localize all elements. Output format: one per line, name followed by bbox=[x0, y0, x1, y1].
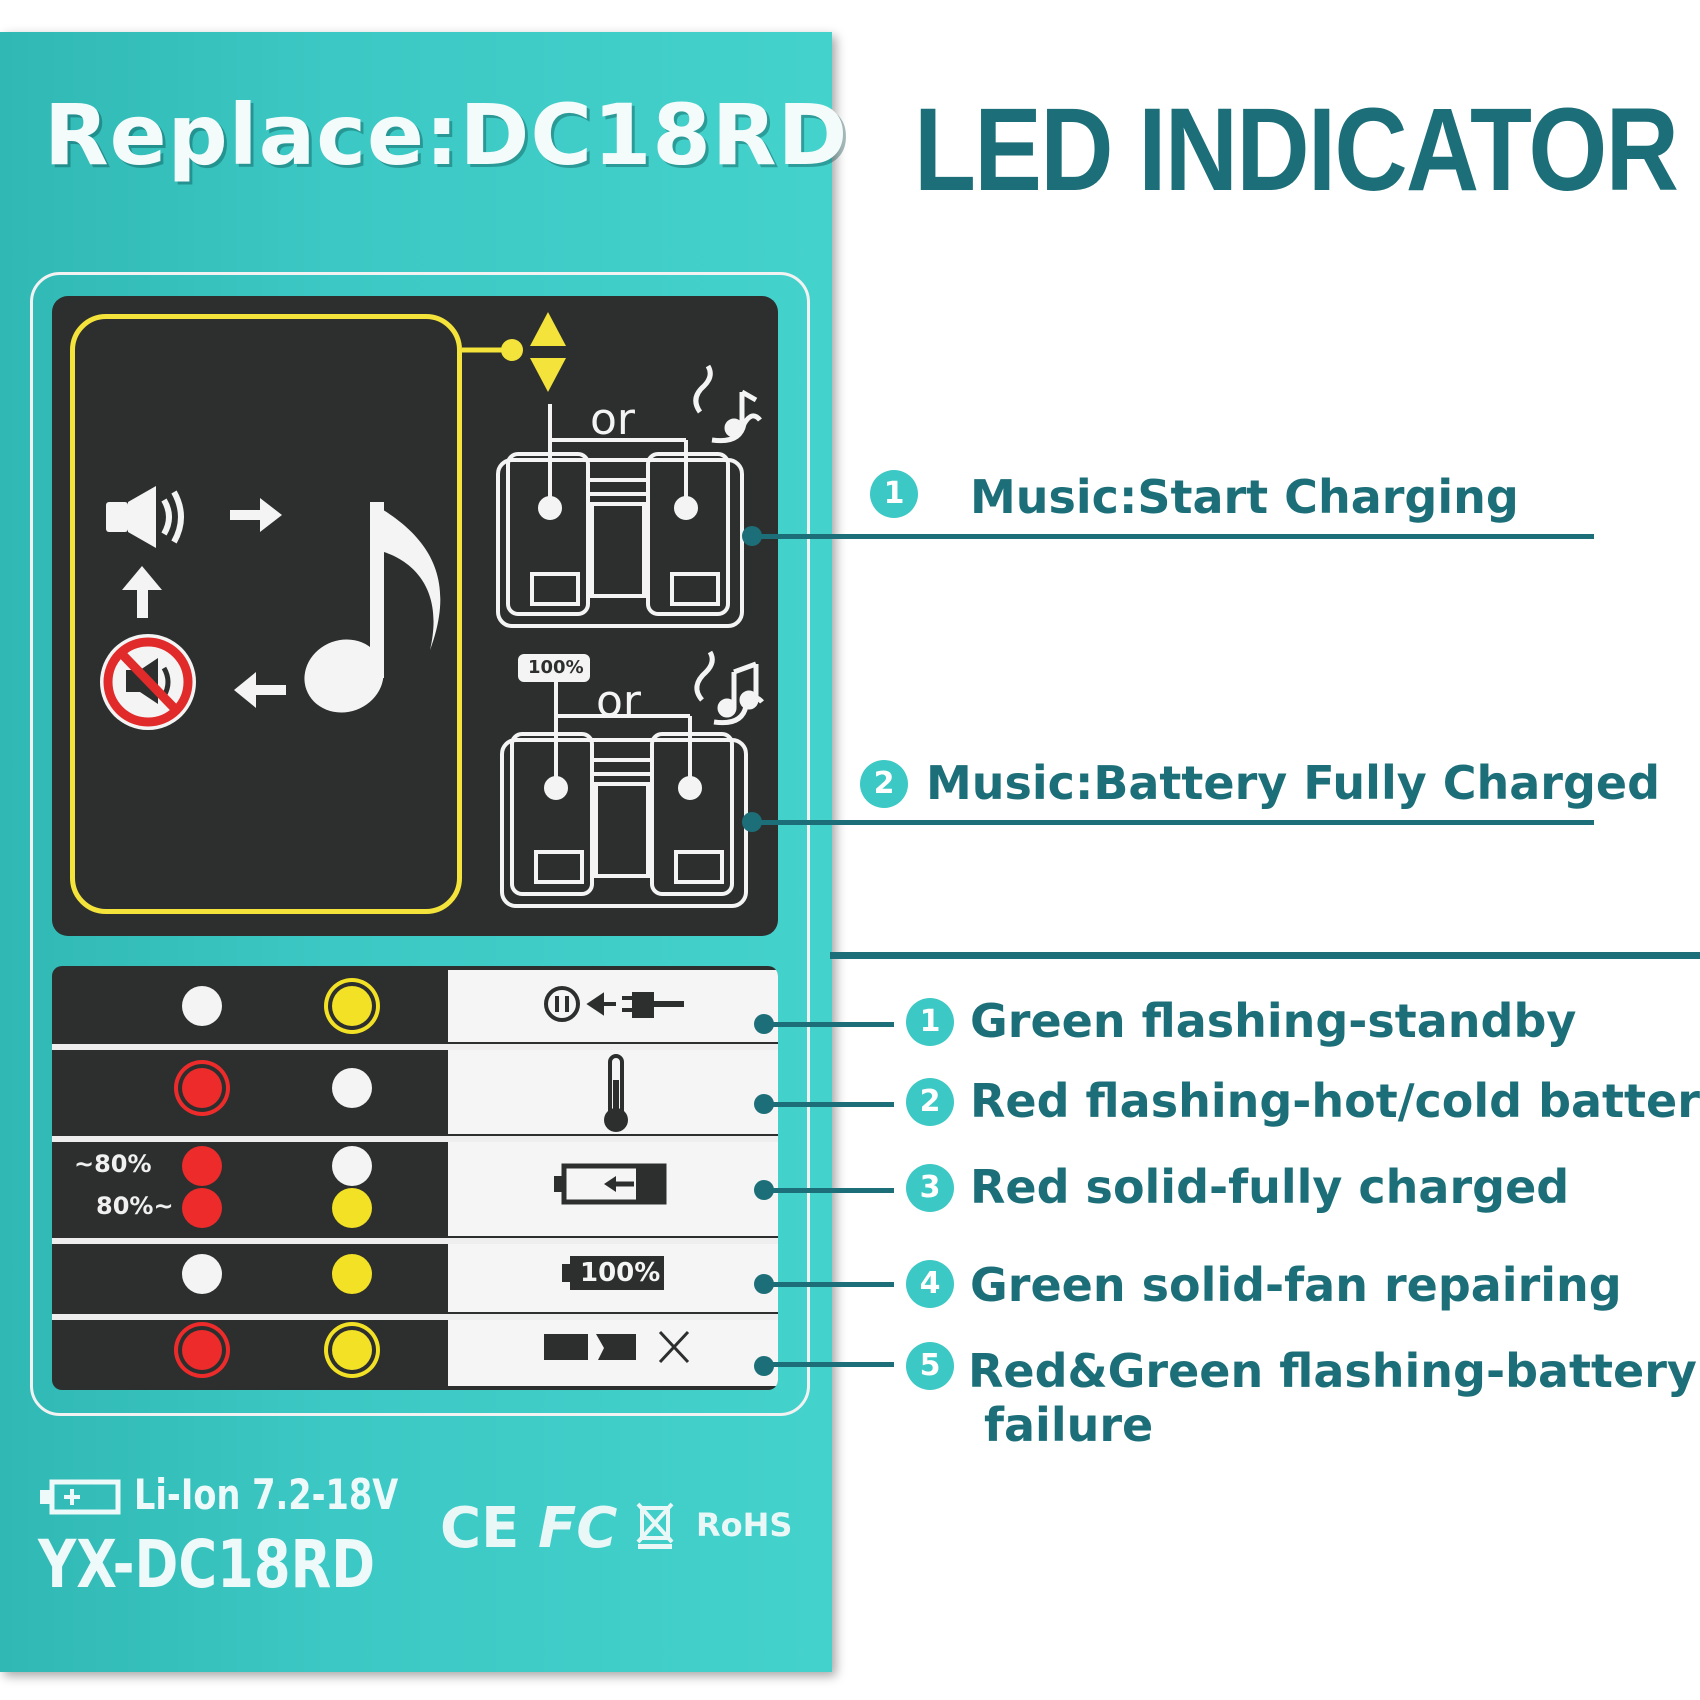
model-number: YX-DC18RD bbox=[38, 1526, 376, 1603]
music-start-charging-label: Music:Start Charging bbox=[970, 470, 1519, 524]
led-indicator-title: LED INDICATOR bbox=[914, 84, 1679, 216]
legend-number-badge: 1 bbox=[906, 998, 954, 1046]
led-failure-right bbox=[332, 1330, 372, 1370]
speaker-on-icon bbox=[106, 486, 184, 548]
legend-hot-cold: Red flashing-hot/cold battery bbox=[970, 1074, 1700, 1128]
music-diagram-panel bbox=[52, 296, 778, 936]
press-button-icon bbox=[530, 312, 566, 392]
callout-line bbox=[764, 1102, 894, 1107]
led-full-left bbox=[182, 1254, 222, 1294]
charging-battery-icon bbox=[554, 1163, 667, 1205]
weee-bin-icon bbox=[636, 1502, 674, 1549]
legend-standby: Green flashing-standby bbox=[970, 994, 1577, 1048]
broken-battery-icon bbox=[544, 1330, 690, 1364]
led-charging-low-right bbox=[332, 1146, 372, 1186]
product-title: Replace:DC18RD bbox=[44, 86, 849, 184]
callout-line bbox=[752, 534, 1594, 539]
arrow-up-icon bbox=[122, 566, 162, 618]
legend-number-badge: 3 bbox=[906, 1164, 954, 1212]
sound-toggle-frame bbox=[70, 314, 462, 914]
music-note-icon bbox=[304, 502, 441, 713]
callout-line bbox=[764, 1362, 894, 1367]
music-number-badge: 1 bbox=[870, 470, 918, 518]
music-fully-charged-label: Music:Battery Fully Charged bbox=[926, 756, 1661, 810]
callout-line bbox=[764, 1188, 894, 1193]
battery-spec-icon bbox=[40, 1479, 121, 1515]
section-separator bbox=[830, 952, 1700, 959]
charger-start-icon bbox=[496, 404, 744, 628]
legend-fan-repairing: Green solid-fan repairing bbox=[970, 1258, 1622, 1312]
led-temp-left bbox=[182, 1068, 222, 1108]
or-label-1: or bbox=[590, 394, 636, 445]
plug-icon bbox=[544, 986, 684, 1022]
led-standby-left bbox=[182, 986, 222, 1026]
row-divider bbox=[52, 1044, 778, 1050]
musical-notes-2-icon bbox=[694, 650, 764, 726]
led-charging-low-left bbox=[182, 1146, 222, 1186]
musical-notes-icon bbox=[693, 364, 762, 444]
connector-dot-icon bbox=[501, 339, 523, 361]
led-full-right bbox=[332, 1254, 372, 1294]
led-failure-left bbox=[182, 1330, 222, 1370]
music-number-badge: 2 bbox=[860, 760, 908, 808]
full-badge-top: 100% bbox=[528, 657, 584, 678]
legend-battery-failure: Red&Green flashing-battery bbox=[968, 1344, 1697, 1398]
callout-line bbox=[752, 820, 1594, 825]
speaker-muted-icon bbox=[100, 634, 196, 730]
pct-high-label: 80%~ bbox=[96, 1192, 174, 1220]
or-label-2: or bbox=[596, 676, 642, 727]
legend-fully-charged: Red solid-fully charged bbox=[970, 1160, 1570, 1214]
indicator-frame bbox=[30, 272, 810, 1416]
led-temp-right bbox=[332, 1068, 372, 1108]
charger-full-icon bbox=[500, 654, 748, 908]
legend-number-badge: 5 bbox=[906, 1342, 954, 1390]
arrow-left-icon bbox=[234, 672, 286, 708]
row-divider bbox=[52, 1314, 778, 1320]
led-standby-right bbox=[332, 986, 372, 1026]
led-charging-high-right bbox=[332, 1188, 372, 1228]
led-charging-high-left bbox=[182, 1188, 222, 1228]
battery-100-label: 100% bbox=[580, 1258, 661, 1288]
row-divider bbox=[52, 1136, 778, 1142]
legend-battery-failure-line2: failure bbox=[984, 1398, 1154, 1452]
led-status-table bbox=[52, 966, 778, 1390]
callout-line bbox=[764, 1022, 894, 1027]
voltage-spec: Li-Ion 7.2-18V bbox=[134, 1470, 399, 1519]
callout-line bbox=[764, 1282, 894, 1287]
thermometer-icon bbox=[604, 1054, 628, 1132]
battery-100-icon bbox=[562, 1256, 664, 1290]
pct-low-label: ~80% bbox=[74, 1150, 152, 1178]
rohs-mark: RoHS bbox=[696, 1506, 793, 1544]
row-divider bbox=[52, 1238, 778, 1244]
legend-number-badge: 2 bbox=[906, 1078, 954, 1126]
ce-mark: CE bbox=[440, 1496, 520, 1561]
arrow-right-icon bbox=[230, 498, 282, 532]
legend-number-badge: 4 bbox=[906, 1260, 954, 1308]
fcc-mark: FC bbox=[538, 1496, 618, 1561]
